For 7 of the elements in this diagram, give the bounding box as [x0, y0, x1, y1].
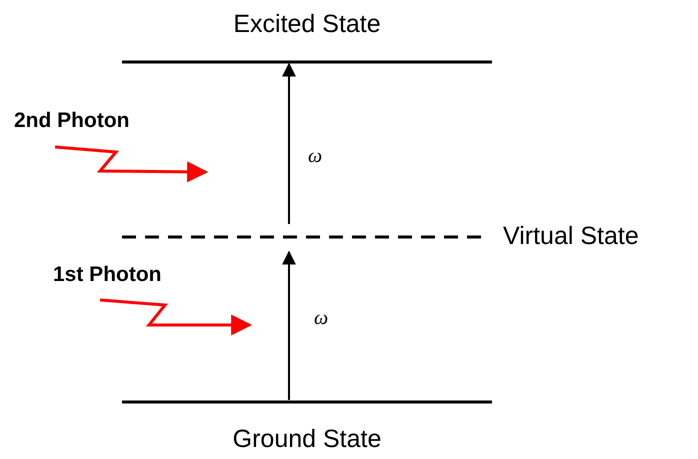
- level-label: Ground State: [232, 427, 382, 452]
- arrow: [282, 250, 296, 400]
- photon-label: 2nd Photon: [14, 110, 130, 131]
- level-label: Virtual State: [503, 224, 639, 249]
- level-label: Excited State: [233, 12, 381, 37]
- arrow: [282, 62, 296, 224]
- photon-label: 1st Photon: [53, 264, 162, 285]
